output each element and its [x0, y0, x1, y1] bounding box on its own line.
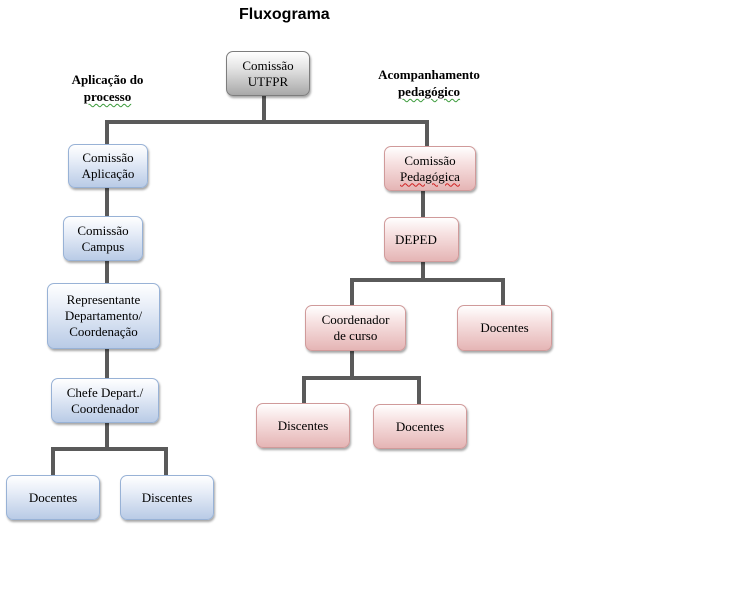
- connector-representante-chefe: [105, 348, 109, 378]
- connector-deped-down: [421, 261, 425, 280]
- connector-campus-representante: [105, 260, 109, 284]
- node-coordenador-de-curso[interactable]: Coordenador de curso: [305, 305, 406, 351]
- connector-pedagogica-deped: [421, 190, 425, 218]
- section-label-aplicacao: Aplicação do processo: [71, 72, 144, 104]
- node-left-discentes[interactable]: Discentes: [120, 475, 214, 520]
- connector-right-child-docentes: [501, 278, 505, 306]
- connector-left-leaves-horizontal: [51, 447, 168, 451]
- node-comissao-utfpr[interactable]: Comissão UTFPR: [226, 51, 310, 96]
- connector-right-leaves-horizontal: [302, 376, 421, 380]
- connector-coordenador-down: [350, 350, 354, 378]
- connector-aplicacao-campus: [105, 187, 109, 217]
- node-comissao-pedagogica[interactable]: Comissão Pedagógica: [384, 146, 476, 191]
- node-deped[interactable]: DEPED: [384, 217, 459, 262]
- connector-right-leaf-docentes: [417, 376, 421, 404]
- connector-right-child-coordenador: [350, 278, 354, 306]
- connector-left-down: [105, 120, 109, 145]
- connector-top-horizontal: [105, 120, 429, 124]
- node-right-discentes[interactable]: Discentes: [256, 403, 350, 448]
- connector-right-down: [425, 120, 429, 147]
- connector-chefe-down: [105, 422, 109, 449]
- node-comissao-aplicacao[interactable]: Comissão Aplicação: [68, 144, 148, 188]
- connector-left-leaf-discentes: [164, 447, 168, 475]
- node-right-docentes[interactable]: Docentes: [457, 305, 552, 351]
- connector-right-children-horizontal: [350, 278, 505, 282]
- node-comissao-campus[interactable]: Comissão Campus: [63, 216, 143, 261]
- node-left-docentes[interactable]: Docentes: [6, 475, 100, 520]
- connector-left-leaf-docentes: [51, 447, 55, 475]
- section-label-acompanhamento: Acompanhamento pedagógico: [378, 67, 480, 99]
- connector-right-leaf-discentes: [302, 376, 306, 404]
- node-right-leaf-docentes[interactable]: Docentes: [373, 404, 467, 449]
- diagram-title: Fluxograma: [239, 6, 330, 23]
- node-chefe-depart-coordenador[interactable]: Chefe Depart./ Coordenador: [51, 378, 159, 423]
- node-representante-departamento[interactable]: Representante Departamento/ Coordenação: [47, 283, 160, 349]
- connector-root-down: [262, 95, 266, 122]
